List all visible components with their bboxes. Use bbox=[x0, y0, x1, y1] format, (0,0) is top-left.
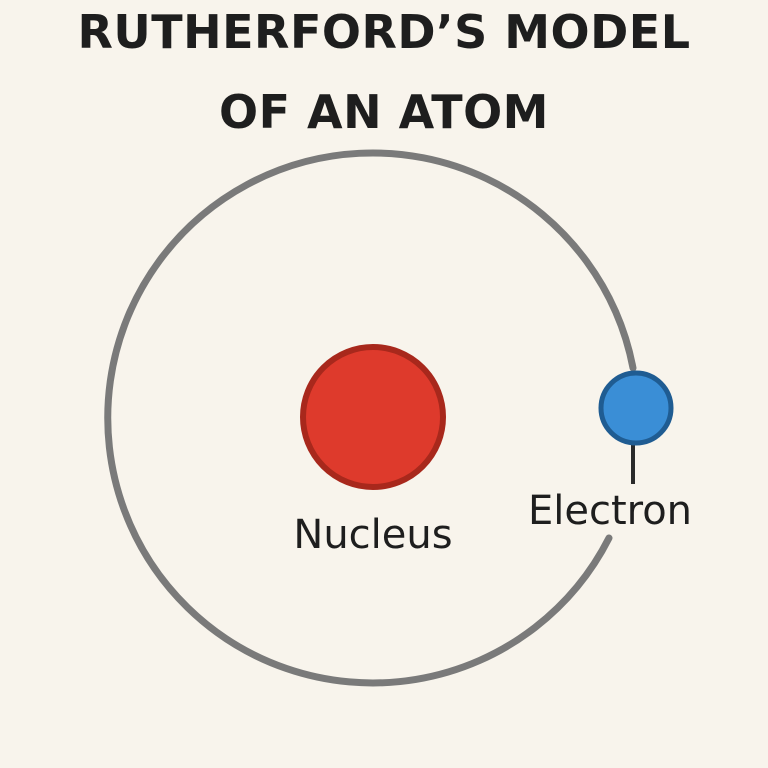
title-line-1: RUTHERFORD’S MODEL bbox=[77, 5, 691, 59]
electron-label: Electron bbox=[528, 488, 692, 534]
electron-orbit bbox=[104, 149, 637, 687]
title-line-2: OF AN ATOM bbox=[219, 85, 549, 139]
nucleus-label: Nucleus bbox=[293, 512, 452, 558]
diagram-title: RUTHERFORD’S MODEL OF AN ATOM bbox=[0, 0, 768, 152]
electron bbox=[598, 370, 674, 446]
nucleus bbox=[300, 344, 446, 490]
